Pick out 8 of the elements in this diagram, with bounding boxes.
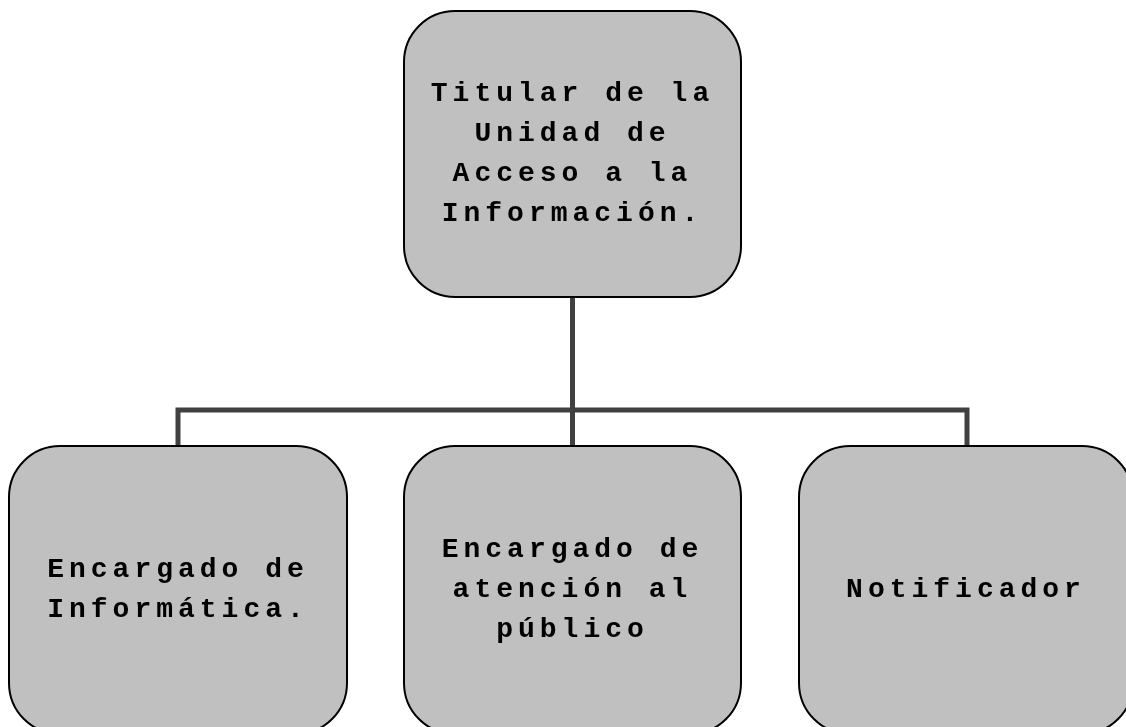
position-box: [798, 445, 1126, 727]
position-box: [8, 445, 348, 727]
position-title: Encargado de atención al público: [440, 533, 705, 647]
position-title: Titular de la Unidad de Acceso a la Información.: [429, 77, 716, 231]
position-box: [403, 10, 742, 298]
position-box: [403, 445, 742, 727]
position-title: Encargado de Informática.: [46, 553, 310, 627]
position-title: Notificador: [846, 573, 1086, 607]
